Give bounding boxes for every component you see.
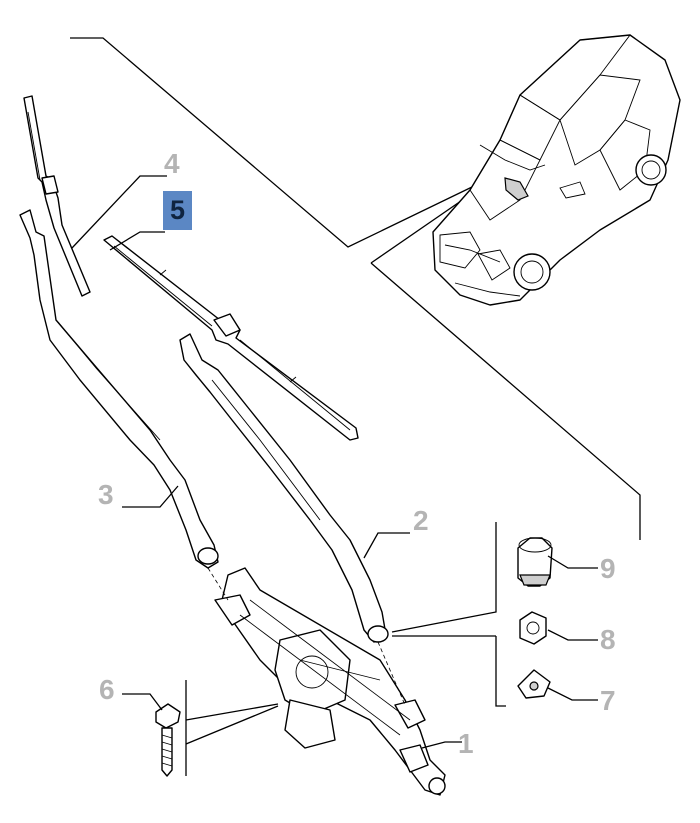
wiper-blade-part-5 <box>103 235 359 441</box>
callout-leaders <box>71 175 598 776</box>
callout-5-highlighted[interactable]: 5 <box>163 191 193 230</box>
callout-1: 1 <box>458 728 474 759</box>
car-illustration <box>432 34 681 306</box>
seal-part-7 <box>517 669 551 699</box>
callout-7: 7 <box>600 685 616 716</box>
nut-part-8 <box>519 611 547 645</box>
wiper-linkage-part-1 <box>207 567 446 796</box>
callout-6: 6 <box>99 674 115 705</box>
callout-4: 4 <box>164 148 180 179</box>
callout-3: 3 <box>98 479 114 510</box>
callout-9: 9 <box>600 553 616 584</box>
callout-8: 8 <box>600 624 616 655</box>
wiper-arm-part-3 <box>19 209 219 569</box>
wiper-blade-part-4 <box>23 95 91 297</box>
bolt-part-6 <box>155 703 181 777</box>
cap-part-9 <box>517 537 553 587</box>
callout-2: 2 <box>413 505 429 536</box>
